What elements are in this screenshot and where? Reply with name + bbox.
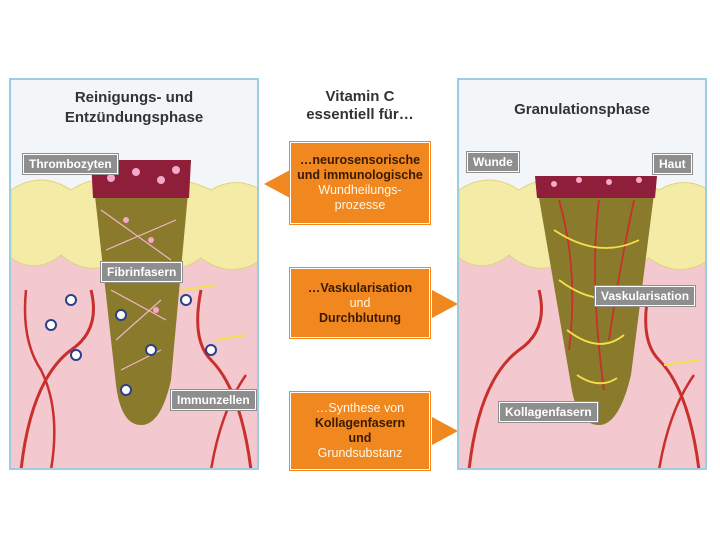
label-fibrinfasern: Fibrinfasern [101, 262, 182, 282]
box3-line3: und [295, 431, 425, 446]
left-panel: Reinigungs- und Entzündungsphase [9, 78, 259, 470]
vitamin-c-box-neurosensory: …neurosensorische und immunologische Wun… [290, 142, 430, 224]
arrow-right-icon [430, 413, 460, 449]
label-wunde: Wunde [467, 152, 519, 172]
box1-line1: …neurosensorische [295, 153, 425, 168]
label-thrombozyten: Thrombozyten [23, 154, 118, 174]
box3-line2: Kollagenfasern [295, 416, 425, 431]
left-panel-title: Reinigungs- und Entzündungsphase [11, 88, 257, 128]
label-vaskularisation: Vaskularisation [595, 286, 695, 306]
label-kollagenfasern: Kollagenfasern [499, 402, 598, 422]
center-title-line1: Vitamin C [290, 88, 430, 106]
inflammation-phase-illustration [11, 150, 259, 470]
center-title: Vitamin C essentiell für… [290, 88, 430, 124]
left-title-line1: Reinigungs- und [11, 88, 257, 108]
box2-line3: Durchblutung [295, 311, 425, 326]
center-title-line2: essentiell für… [290, 106, 430, 124]
left-title-line2: Entzündungsphase [11, 108, 257, 128]
box1-line3: Wundheilungs- [295, 183, 425, 198]
box2-line1: …Vaskularisation [295, 281, 425, 296]
arrow-left-icon [262, 166, 292, 202]
label-haut: Haut [653, 154, 692, 174]
right-panel: Granulationsphase Wunde Haut Vaskularisa… [457, 78, 707, 470]
box1-line4: prozesse [295, 198, 425, 213]
vitamin-c-box-collagen: …Synthese von Kollagenfasern und Grundsu… [290, 392, 430, 470]
label-immunzellen: Immunzellen [171, 390, 256, 410]
box1-line2: und immunologische [295, 168, 425, 183]
granulation-phase-illustration [459, 150, 707, 470]
right-panel-title: Granulationsphase [459, 100, 705, 120]
vitamin-c-box-vascularisation: …Vaskularisation und Durchblutung [290, 268, 430, 338]
box3-line1: …Synthese von [295, 401, 425, 416]
box2-line2: und [295, 296, 425, 311]
box3-line4: Grundsubstanz [295, 446, 425, 461]
arrow-right-icon [430, 286, 460, 322]
